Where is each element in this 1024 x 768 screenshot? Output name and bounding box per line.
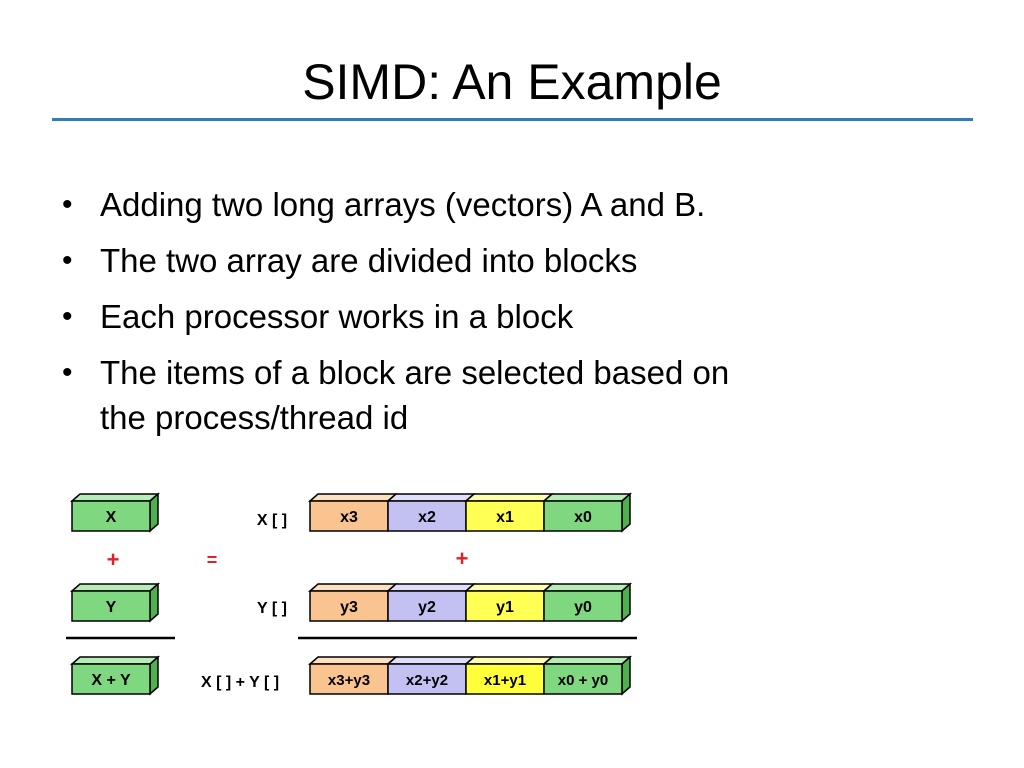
scalar-x-label: X: [106, 509, 117, 526]
bullet-text-line1: The items of a block are selected based …: [100, 354, 730, 391]
scalar-x-box: X: [70, 492, 160, 533]
sum-vector-row: x3+y3 x2+y2 x1+y1 x0 + y0: [308, 655, 632, 696]
title-underline: [52, 118, 973, 121]
vector-cell: y3: [308, 583, 398, 622]
cell-label: y0: [574, 599, 592, 616]
bullet-dot-icon: •: [62, 244, 73, 277]
bullet-text: Adding two long arrays (vectors) A and B…: [100, 186, 706, 223]
scalar-plus: +: [107, 547, 120, 572]
vector-cell: x2: [386, 493, 476, 532]
vector-cell: x1+y1: [464, 656, 554, 695]
bullet-list: • Adding two long arrays (vectors) A and…: [60, 182, 960, 440]
bullet-text: Each processor works in a block: [100, 298, 574, 335]
cell-label: y1: [496, 599, 514, 616]
bullet-item: • Adding two long arrays (vectors) A and…: [60, 182, 960, 227]
bullet-item: • Each processor works in a block: [60, 294, 960, 339]
cell-label: x3: [340, 509, 358, 526]
bullet-dot-icon: •: [62, 300, 73, 333]
simd-diagram: X + Y X + Y = X [ ] Y [ ] X [ ] + Y [ ] …: [66, 492, 637, 696]
cell-label: x2: [418, 509, 436, 526]
vector-plus: +: [456, 546, 469, 571]
cell-label: x1+y1: [484, 672, 526, 689]
bullet-dot-icon: •: [62, 356, 73, 389]
cell-label: x3+y3: [328, 672, 370, 689]
y-vector-row: y3 y2 y1 y0: [308, 582, 632, 623]
vector-cell: y2: [386, 583, 476, 622]
vector-cell: x3: [308, 493, 398, 532]
vector-cell: x0: [542, 492, 632, 533]
equals-sign: =: [207, 550, 218, 570]
bullet-text-line2: the process/thread id: [100, 399, 409, 436]
x-vector-row: x3 x2 x1 x0: [308, 492, 632, 533]
cell-label: x1: [496, 509, 514, 526]
bullet-text: The two array are divided into blocks: [100, 242, 638, 279]
slide-title: SIMD: An Example: [302, 54, 722, 110]
scalar-sum-label: X + Y: [91, 672, 131, 689]
scalar-y-box: Y: [70, 582, 160, 623]
vector-cell: x1: [464, 493, 554, 532]
vector-cell: x0 + y0: [542, 655, 632, 696]
sum-array-label: X [ ] + Y [ ]: [201, 674, 279, 691]
cell-label: x2+y2: [406, 672, 448, 689]
cell-label: x0 + y0: [558, 672, 608, 689]
cell-label: y3: [340, 599, 358, 616]
scalar-y-label: Y: [106, 599, 117, 616]
vector-cell: x2+y2: [386, 656, 476, 695]
vector-cell: y1: [464, 583, 554, 622]
cell-label: x0: [574, 509, 592, 526]
scalar-sum-box: X + Y: [70, 655, 160, 696]
x-array-label: X [ ]: [257, 512, 287, 529]
y-array-label: Y [ ]: [257, 600, 287, 617]
bullet-item: • The two array are divided into blocks: [60, 238, 960, 283]
vector-cell: y0: [542, 582, 632, 623]
vector-cell: x3+y3: [308, 656, 398, 695]
bullet-dot-icon: •: [62, 188, 73, 221]
cell-label: y2: [418, 599, 436, 616]
bullet-item: • The items of a block are selected base…: [60, 350, 960, 440]
